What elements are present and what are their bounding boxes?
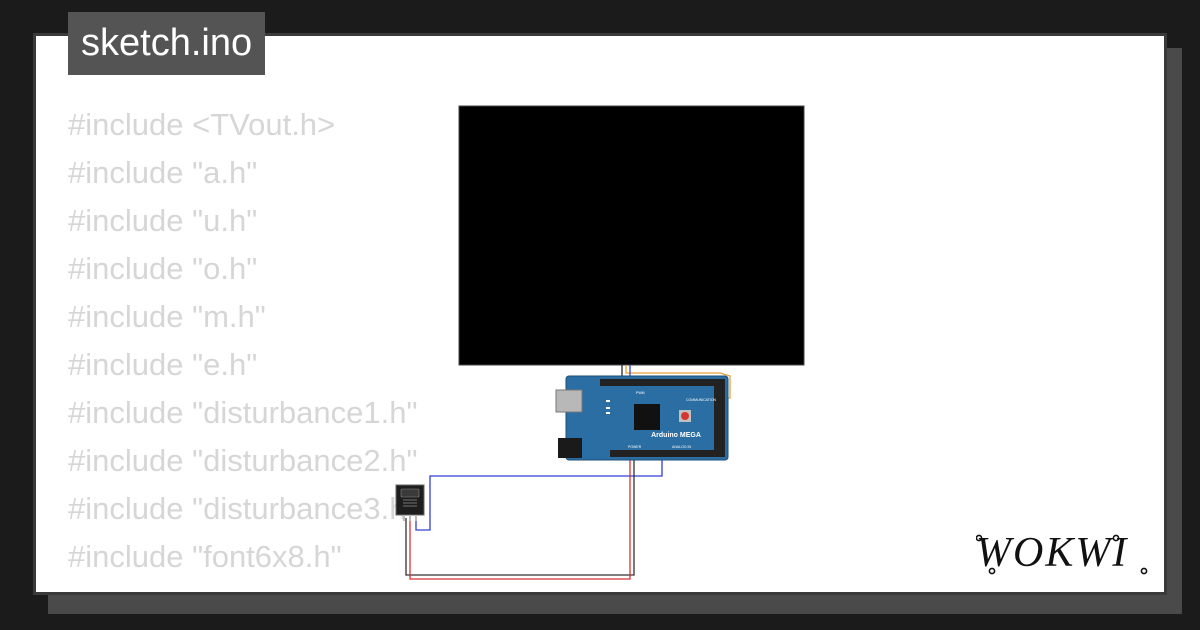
wokwi-logo-icon: WOKWI [976, 530, 1148, 576]
led-tx [606, 407, 610, 409]
code-line: #include <TVout.h> [68, 107, 336, 142]
header-label-power: POWER [628, 445, 642, 449]
code-line: #include "e.h" [68, 347, 258, 382]
header-label-communication: COMMUNICATION [686, 398, 717, 402]
code-preview: #include <TVout.h> #include "a.h" #inclu… [68, 104, 417, 584]
led-rx [606, 412, 610, 414]
code-line: #include "font6x8.h" [68, 539, 342, 574]
arduino-mega-board[interactable]: Arduino MEGA PWM COMMUNICATION POWER ANA… [555, 375, 729, 461]
input-module[interactable] [395, 484, 425, 521]
board-label: Arduino MEGA [651, 432, 701, 439]
sketch-filename-tab[interactable]: sketch.ino [68, 12, 266, 75]
wire-blue [415, 446, 663, 531]
code-line: #include "o.h" [68, 251, 258, 286]
code-line: #include "disturbance1.h" [68, 395, 418, 430]
code-line: #include "disturbance3.h" [68, 491, 418, 526]
wire-red [409, 446, 631, 580]
code-line: #include "u.h" [68, 203, 258, 238]
usb-port [555, 389, 583, 413]
tv-display[interactable] [458, 105, 805, 366]
led-l [606, 400, 610, 402]
reset-button[interactable] [681, 412, 689, 420]
wire-black [405, 446, 635, 576]
digital-header [600, 379, 714, 386]
code-line: #include "a.h" [68, 155, 258, 190]
power-jack [558, 438, 582, 458]
side-header [714, 379, 725, 457]
analog-header [610, 450, 714, 457]
mcu-chip [634, 404, 660, 430]
header-label-pwm: PWM [636, 391, 645, 395]
code-line: #include "disturbance2.h" [68, 443, 418, 478]
header-label-analog-in: ANALOG IN [672, 445, 692, 449]
code-line: #include "m.h" [68, 299, 266, 334]
brand-name: WOKWI [976, 530, 1128, 576]
